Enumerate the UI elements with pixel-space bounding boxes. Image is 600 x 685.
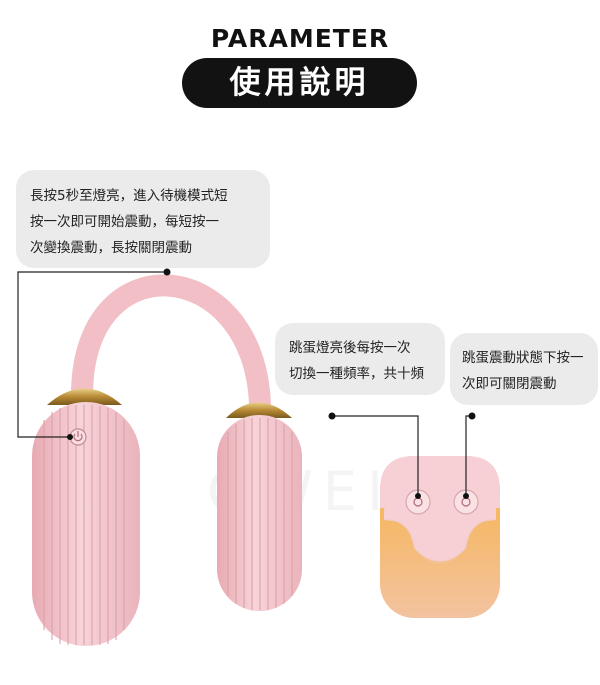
- callout-power: 長按5秒至燈亮，進入待機模式短 按一次即可開始震動，每短按一 次變換震動，長按關…: [16, 170, 270, 268]
- remote-control: [380, 456, 500, 618]
- callout-line: 次變換震動，長按關閉震動: [30, 240, 192, 256]
- right-egg: [217, 402, 302, 611]
- power-icon: [73, 433, 83, 442]
- connecting-cable: [71, 274, 271, 416]
- leader-dots: [67, 268, 476, 499]
- header-title-cn: 使用說明: [229, 65, 370, 101]
- header-title-en: PARAMETER: [210, 24, 390, 53]
- callout-line: 按一次即可開始震動，每短按一: [30, 214, 219, 230]
- left-egg: [32, 388, 140, 646]
- header-pill: 使用說明: [182, 58, 417, 108]
- callout-line: 次即可關閉震動: [462, 376, 557, 392]
- callout-remote-pause: 跳蛋震動狀態下按一 次即可關閉震動: [450, 333, 598, 405]
- callout-line: 切換一種頻率，共十頻: [289, 366, 424, 382]
- callout-line: 跳蛋燈亮後每按一次: [289, 340, 411, 356]
- callout-line: 跳蛋震動狀態下按一: [462, 350, 584, 366]
- callout-remote-mode: 跳蛋燈亮後每按一次 切換一種頻率，共十頻: [275, 323, 445, 395]
- callout-line: 長按5秒至燈亮，進入待機模式短: [30, 188, 228, 204]
